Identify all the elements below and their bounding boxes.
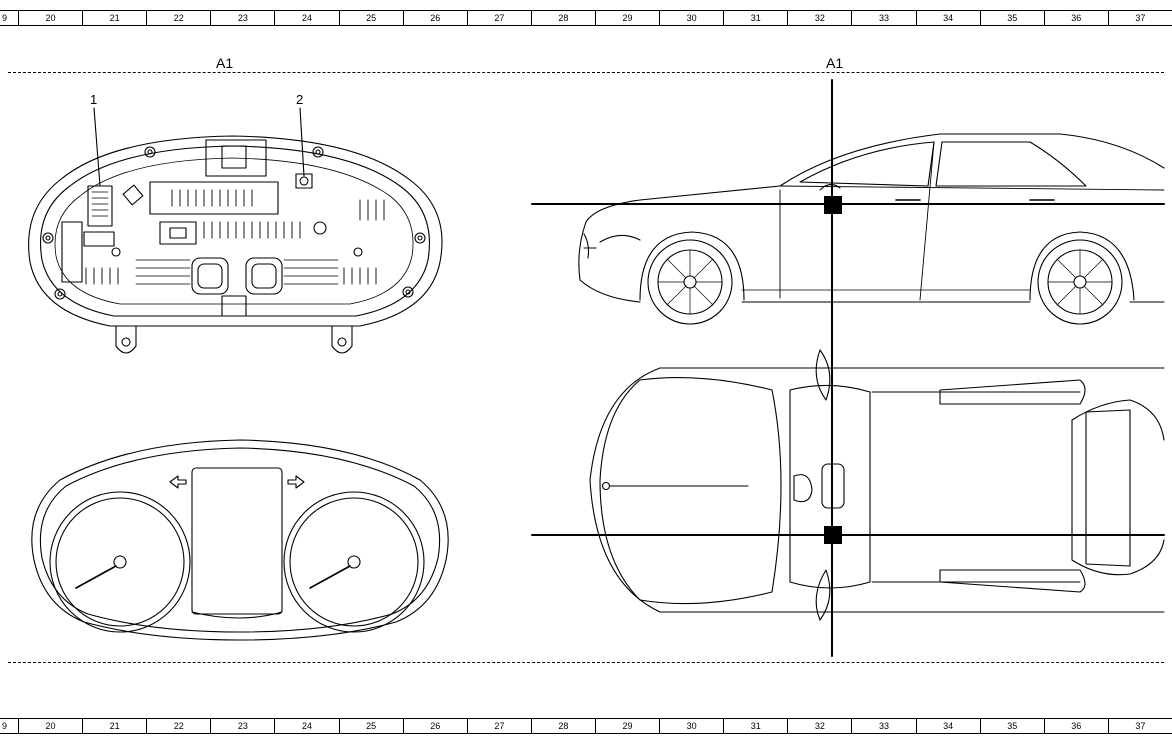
component-label-left: A1 <box>216 55 234 71</box>
component-label-right: A1 <box>826 55 844 71</box>
column-ruler-top: 9 20 21 22 23 24 25 26 27 28 29 30 31 32… <box>0 10 1172 26</box>
ruler-cell: 31 <box>723 719 787 733</box>
ruler-cell: 34 <box>915 11 980 25</box>
ruler-cell: 35 <box>979 11 1044 25</box>
ruler-cell: 37 <box>1107 11 1172 25</box>
component-boundary-bottom <box>8 662 1164 663</box>
ruler-cell: 28 <box>530 719 595 733</box>
location-marker-top <box>824 526 842 544</box>
ruler-cell: 27 <box>466 719 531 733</box>
ruler-cell: 22 <box>146 11 210 25</box>
callout-2: 2 <box>296 92 304 107</box>
ruler-cell: 29 <box>594 11 659 25</box>
ruler-cell: 24 <box>274 11 338 25</box>
ruler-cell: 30 <box>659 719 723 733</box>
instrument-cluster-rear-view <box>28 135 443 354</box>
ruler-cell: 20 <box>18 11 82 25</box>
instrument-cluster-front-view <box>31 439 449 641</box>
ruler-cell: 20 <box>18 719 82 733</box>
location-marker-side <box>824 196 842 214</box>
ruler-cell: 23 <box>210 719 274 733</box>
leader-line-1 <box>93 107 101 187</box>
ruler-cell: 37 <box>1107 719 1172 733</box>
ruler-cell: 32 <box>787 719 851 733</box>
component-boundary-top <box>8 72 1164 73</box>
column-ruler-bottom: 9 20 21 22 23 24 25 26 27 28 29 30 31 32… <box>0 718 1172 734</box>
ruler-cell: 21 <box>82 11 146 25</box>
ruler-cell: 23 <box>210 11 274 25</box>
vehicle-side-view <box>578 133 1165 325</box>
ruler-cell: 25 <box>338 11 403 25</box>
leader-line-2 <box>299 107 305 177</box>
ruler-cell: 30 <box>659 11 723 25</box>
ruler-cell: 29 <box>594 719 659 733</box>
ruler-cell: 36 <box>1043 11 1108 25</box>
ruler-cell: 35 <box>979 719 1044 733</box>
ruler-cell: 9 <box>2 721 8 731</box>
ruler-cell: 22 <box>146 719 210 733</box>
ruler-cell: 24 <box>274 719 338 733</box>
ruler-cell: 26 <box>402 11 467 25</box>
ruler-cell: 31 <box>723 11 787 25</box>
ruler-cell: 9 <box>2 13 8 23</box>
ruler-cell: 28 <box>530 11 595 25</box>
ruler-cell: 36 <box>1043 719 1108 733</box>
ruler-cell: 25 <box>338 719 403 733</box>
ruler-cell: 33 <box>851 719 915 733</box>
ruler-cell: 26 <box>402 719 467 733</box>
vehicle-top-view <box>589 349 1165 621</box>
ruler-cell: 34 <box>915 719 980 733</box>
ruler-cell: 33 <box>851 11 915 25</box>
callout-1: 1 <box>90 92 98 107</box>
ruler-cell: 21 <box>82 719 146 733</box>
ruler-cell: 32 <box>787 11 851 25</box>
ruler-cell: 27 <box>466 11 531 25</box>
